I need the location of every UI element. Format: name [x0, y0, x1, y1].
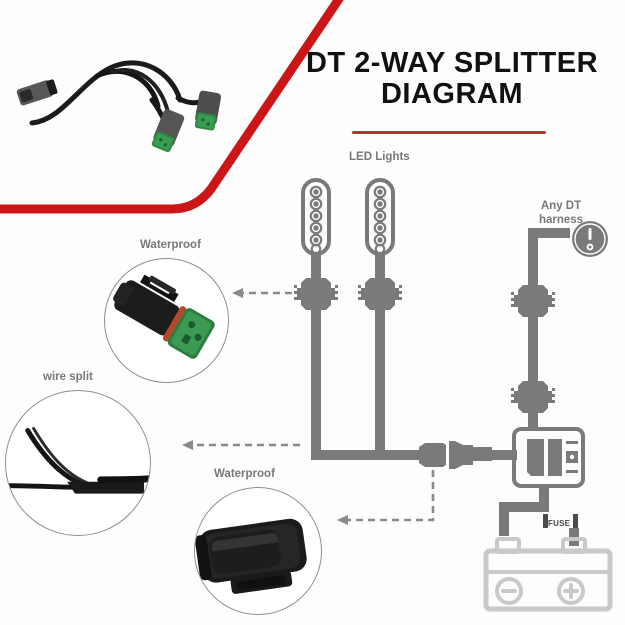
label-any-dt-harness: Any DT harness	[524, 199, 598, 228]
wire-led-2	[375, 310, 385, 460]
connector-pair-trunk-1	[511, 285, 555, 317]
label-fuse: FUSE	[548, 519, 571, 528]
round-dt-plug	[572, 221, 608, 257]
label-waterproof-top: Waterproof	[140, 239, 201, 251]
wire-bus	[311, 450, 436, 460]
label-waterproof-bottom: Waterproof	[214, 468, 275, 480]
callout-arrowheads	[182, 288, 348, 525]
label-led-lights: LED Lights	[349, 151, 410, 163]
callout-arrows	[190, 291, 435, 522]
label-any-dt-harness-line2: harness	[538, 214, 584, 227]
product-photo	[2, 28, 252, 188]
connector-pair-led-2	[358, 278, 402, 310]
rocker-switch	[512, 427, 585, 488]
battery	[483, 537, 613, 612]
callout-waterproof-top	[104, 258, 229, 383]
title-line-2: DIAGRAM	[380, 78, 524, 111]
led-light-2	[365, 178, 395, 278]
title-divider	[352, 131, 546, 134]
label-wire-split: wire split	[43, 371, 93, 383]
title-line-1: DT 2-WAY SPLITTER	[305, 47, 599, 79]
callout-waterproof-bottom	[194, 487, 322, 615]
page-title: DT 2-WAY SPLITTER DIAGRAM	[282, 47, 622, 111]
connector-pair-trunk-2	[511, 381, 555, 413]
connector-pair-led-1	[294, 278, 338, 310]
connector-pair-splitter	[415, 439, 492, 469]
callout-wire-split	[5, 390, 151, 536]
label-any-dt-harness-line1: Any DT	[540, 200, 582, 212]
wire-led-1	[311, 310, 321, 460]
led-light-1	[301, 178, 331, 278]
